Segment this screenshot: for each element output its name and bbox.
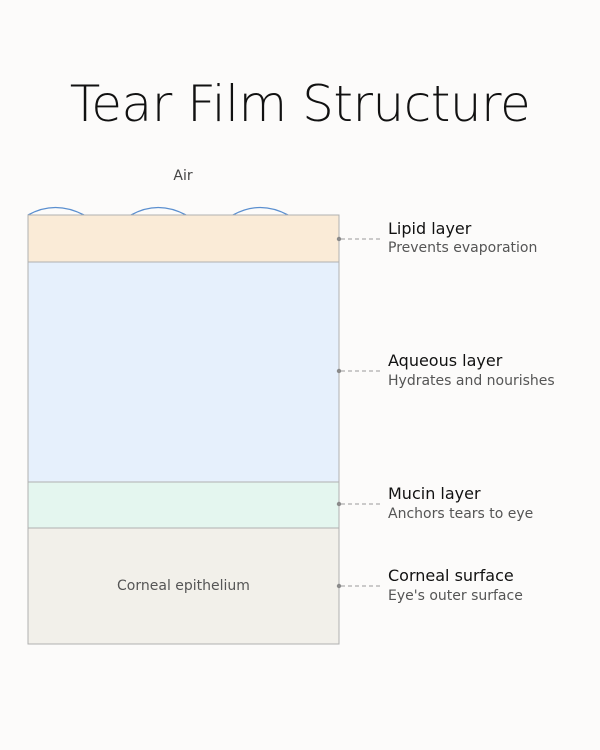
aqueous-layer-band [27,261,340,483]
diagram-title: Tear Film Structure [69,75,531,133]
mucin-layer-desc: Anchors tears to eye [388,506,534,522]
aqueous-layer-desc: Hydrates and nourishes [388,373,555,389]
lipid-bumps [27,206,289,216]
leader-dot [336,583,342,589]
air-label: Air [173,168,193,184]
corneal-surface-title: Corneal surface [388,566,514,585]
lipid-layer-title: Lipid layer [388,219,472,238]
corneal-surface-band [27,527,340,645]
lipid-layer-band [27,214,340,263]
mucin-layer-title: Mucin layer [388,484,481,503]
mucin-layer-band [27,481,340,529]
leader-lines [336,236,380,589]
leader-dot [336,236,342,242]
leader-dot [336,501,342,507]
lipid-layer-desc: Prevents evaporation [388,240,538,256]
corneal-surface-desc: Eye's outer surface [388,588,523,604]
lipid-bump [130,206,187,216]
aqueous-layer-title: Aqueous layer [388,351,503,370]
lipid-bump [27,206,85,216]
lipid-bump [232,206,289,216]
leader-dot [336,368,342,374]
corneal-epithelium-label: Corneal epithelium [117,578,250,594]
